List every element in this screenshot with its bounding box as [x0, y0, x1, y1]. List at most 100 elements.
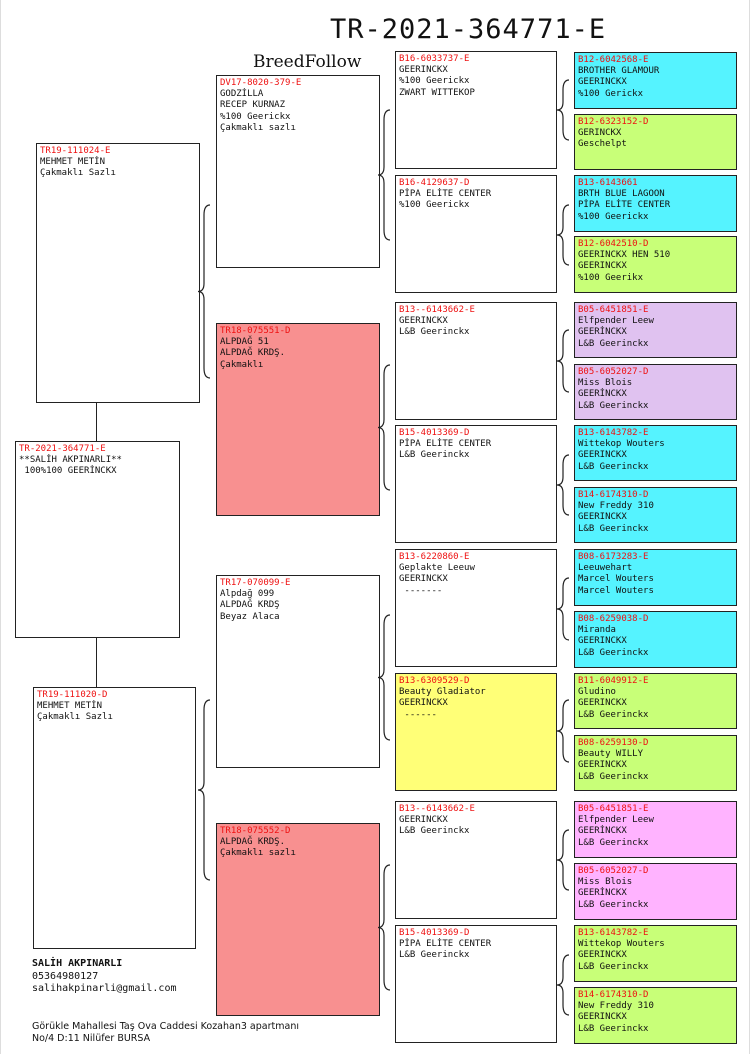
bird-detail: L&B Geerinckx [578, 837, 649, 848]
bird-detail: ALPDAĞ 51 [220, 337, 269, 348]
bird-detail: MEHMET METİN [40, 157, 106, 168]
address-line-2: No/4 D:11 Nilüfer BURSA [32, 1033, 151, 1044]
bird-detail: %100 Geerickx [578, 211, 649, 222]
ring-number: B08-6173283-E [578, 552, 649, 562]
brace [377, 109, 391, 241]
bird-detail: Wittekop Wouters [578, 939, 665, 950]
bird-card: TR-2021-364771-E**SALİH AKPINARLI** 100%… [15, 441, 180, 638]
ring-number: B05-6052027-D [578, 367, 649, 377]
ring-number: B16-4129637-D [399, 178, 470, 188]
ring-number: B11-6049912-E [578, 676, 649, 686]
bird-detail: GEERINCKX [578, 450, 627, 461]
bird-detail: ------ [399, 709, 437, 720]
bird-detail: GEERINCKX [578, 512, 627, 523]
brace [556, 577, 570, 641]
ring-number: DV17-8020-379-E [220, 78, 302, 88]
bird-detail: ------- [399, 585, 443, 596]
bird-detail: GEERINCKX [578, 760, 627, 771]
bird-detail: Beauty WILLY [578, 749, 644, 760]
brace [556, 79, 570, 141]
bird-detail: %100 Geerikx [578, 272, 644, 283]
bird-detail: %100 Gerickx [578, 88, 644, 99]
ring-number: TR17-070099-E [220, 578, 291, 588]
bird-detail: GODZİLLA [220, 89, 264, 100]
ring-number: B05-6451851-E [578, 305, 649, 315]
owner-address: Görükle Mahallesi Taş Ova Caddesi Kozaha… [32, 1021, 299, 1045]
bird-detail: Çakmaklı Sazlı [40, 168, 116, 179]
bird-detail: L&B Geerinckx [578, 338, 649, 349]
bird-detail: L&B Geerinckx [578, 647, 649, 658]
bird-detail: L&B Geerinckx [578, 771, 649, 782]
owner-name: SALİH AKPINARLI [32, 958, 123, 969]
bird-detail: BRTH BLUE LAGOON [578, 189, 665, 200]
bird-detail: Çakmaklı sazlı [220, 122, 296, 133]
pedigree-id-header: TR-2021-364771-E [330, 14, 607, 45]
bird-detail: Çakmaklı [220, 359, 264, 370]
owner-phone: 05364980127 [32, 970, 99, 982]
bird-detail: GEERINCKX [399, 316, 448, 327]
ring-number: B05-6451851-E [578, 804, 649, 814]
bird-detail: Elfpender Leew [578, 815, 654, 826]
address-line-1: Görükle Mahallesi Taş Ova Caddesi Kozaha… [32, 1021, 299, 1032]
brace [556, 204, 570, 266]
bird-detail: L&B Geerinckx [578, 523, 649, 534]
bird-detail: Leeuwehart [578, 563, 633, 574]
ring-number: B14-6174310-D [578, 490, 649, 500]
ring-number: TR19-111024-E [40, 146, 111, 156]
bird-detail: MEHMET METİN [37, 701, 103, 712]
bird-detail: L&B Geerinckx [578, 709, 649, 720]
brace [556, 329, 570, 393]
bird-detail: GEERINCKX [578, 1012, 627, 1023]
ring-number: B15-4013369-D [399, 428, 470, 438]
bird-detail: Geschelpt [578, 139, 627, 150]
bird-detail: L&B Geerinckx [578, 899, 649, 910]
bird-detail: **SALİH AKPINARLI** [19, 455, 122, 466]
brace [377, 614, 391, 741]
bird-detail: New Freddy 310 [578, 1001, 654, 1012]
bird-detail: GEERINCKX [578, 261, 627, 272]
ring-number: B13-6143661 [578, 178, 638, 188]
bird-detail: BROTHER GLAMOUR [578, 66, 660, 77]
ring-number: B14-6174310-D [578, 990, 649, 1000]
ring-number: B13-6143782-E [578, 428, 649, 438]
bird-detail: %100 Geerickx [220, 111, 291, 122]
bird-detail: GEERINCKX [578, 950, 627, 961]
bird-detail: Beyaz Alaca [220, 611, 280, 622]
bird-detail: %100 Geerickx [399, 200, 470, 211]
ring-number: TR18-075552-D [220, 826, 291, 836]
ring-number: B13--6143662-E [399, 305, 475, 315]
connector-line-bottom [96, 638, 97, 687]
bird-detail: GERINCKX [578, 128, 622, 139]
bird-detail: RECEP KURNAZ [220, 100, 286, 111]
bird-detail: GEERİNCKX [578, 327, 627, 338]
ring-number: TR18-075551-D [220, 326, 291, 336]
brace [377, 864, 391, 991]
bird-detail: Wittekop Wouters [578, 439, 665, 450]
bird-detail: L&B Geerinckx [399, 950, 470, 961]
ring-number: TR-2021-364771-E [19, 444, 106, 454]
bird-detail: GEERINCKX HEN 510 [578, 250, 671, 261]
ring-number: B15-4013369-D [399, 928, 470, 938]
ring-number: B13-6309529-D [399, 676, 470, 686]
bird-detail: Miranda [578, 625, 616, 636]
bird-detail: Alpdağ 099 [220, 589, 275, 600]
ring-number: B12-6042568-E [578, 55, 649, 65]
brace [197, 699, 211, 881]
